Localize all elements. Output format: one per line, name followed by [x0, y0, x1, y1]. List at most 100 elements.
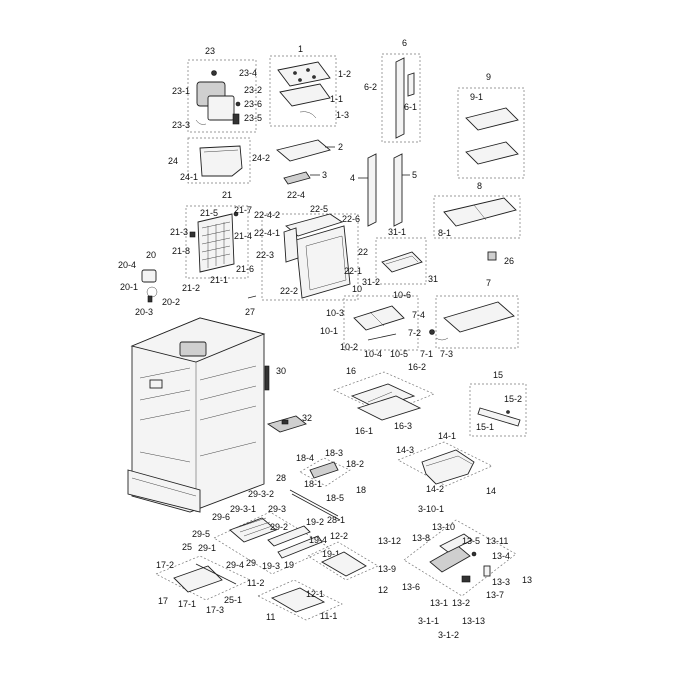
callout-3-1-2: 3-1-2 — [438, 630, 459, 640]
callout-23-4: 23-4 — [239, 68, 257, 78]
callout-21-5: 21-5 — [200, 208, 218, 218]
callout-32: 32 — [302, 413, 312, 423]
callout-29-3-2: 29-3-2 — [248, 489, 274, 499]
group-7-shelf — [429, 295, 519, 349]
callout-21-8: 21-8 — [172, 246, 190, 256]
group-10-shelf — [343, 295, 419, 351]
group-31-tray — [375, 237, 427, 285]
callout-31-2: 31-2 — [362, 277, 380, 287]
callout-14-1: 14-1 — [438, 431, 456, 441]
callout-10-1: 10-1 — [320, 326, 338, 336]
callout-5: 5 — [412, 170, 417, 180]
callout-13-7: 13-7 — [486, 590, 504, 600]
callout-22-6: 22-6 — [342, 214, 360, 224]
group-13-dispenser — [403, 519, 517, 597]
callout-18-5: 18-5 — [326, 493, 344, 503]
callout-16-2: 16-2 — [408, 362, 426, 372]
callout-12: 12 — [378, 585, 388, 595]
callout-20-3: 20-3 — [135, 307, 153, 317]
callout-13-4: 13-4 — [492, 551, 510, 561]
group-17-door-bracket — [155, 555, 251, 601]
callout-21: 21 — [222, 190, 232, 200]
callout-17-2: 17-2 — [156, 560, 174, 570]
callout-1-3: 1-3 — [336, 110, 349, 120]
callout-29-1: 29-1 — [198, 543, 216, 553]
callout-13-6: 13-6 — [402, 582, 420, 592]
callout-23-1: 23-1 — [172, 86, 190, 96]
callout-8: 8 — [477, 181, 482, 191]
callout-1-1: 1-1 — [330, 94, 343, 104]
part-26 — [487, 251, 497, 261]
callout-17-1: 17-1 — [178, 599, 196, 609]
callout-25: 25 — [182, 542, 192, 552]
callout-29-5: 29-5 — [192, 529, 210, 539]
callout-28: 28 — [276, 473, 286, 483]
callout-1: 1 — [298, 44, 303, 54]
callout-12-1: 12-1 — [306, 589, 324, 599]
callout-8-1: 8-1 — [438, 228, 451, 238]
cabinet-body — [127, 317, 266, 513]
callout-13-1: 13-1 — [430, 598, 448, 608]
callout-20-1: 20-1 — [120, 282, 138, 292]
callout-21-1: 21-1 — [210, 275, 228, 285]
callout-7-2: 7-2 — [408, 328, 421, 338]
part-32 — [266, 415, 307, 433]
part-27 — [247, 295, 257, 299]
callout-29-6: 29-6 — [212, 512, 230, 522]
callout-28-1: 28-1 — [327, 515, 345, 525]
callout-14-3: 14-3 — [396, 445, 414, 455]
callout-22-1: 22-1 — [344, 266, 362, 276]
callout-17: 17 — [158, 596, 168, 606]
callout-16-1: 16-1 — [355, 426, 373, 436]
callout-21-4: 21-4 — [234, 231, 252, 241]
callout-19-2: 19-2 — [306, 517, 324, 527]
part-30 — [264, 365, 270, 391]
callout-18: 18 — [356, 485, 366, 495]
callout-29-3: 29-3 — [268, 504, 286, 514]
callout-13-5: 13-5 — [462, 536, 480, 546]
callout-19-4: 19-4 — [309, 535, 327, 545]
callout-19-3: 19-3 — [262, 561, 280, 571]
group-20-fan-motor — [141, 269, 158, 303]
group-23-ice-maker — [187, 59, 257, 133]
callout-9: 9 — [486, 72, 491, 82]
callout-16-3: 16-3 — [394, 421, 412, 431]
callout-24-2: 24-2 — [252, 153, 270, 163]
callout-7: 7 — [486, 278, 491, 288]
callout-20-2: 20-2 — [162, 297, 180, 307]
callout-13-12: 13-12 — [378, 536, 401, 546]
callout-21-3: 21-3 — [170, 227, 188, 237]
callout-18-2: 18-2 — [346, 459, 364, 469]
callout-14-2: 14-2 — [426, 484, 444, 494]
callout-10-3: 10-3 — [326, 308, 344, 318]
callout-19-1: 19-1 — [322, 549, 340, 559]
callout-22-4-1: 22-4-1 — [254, 228, 280, 238]
group-21-evaporator — [185, 205, 249, 279]
callout-21-6: 21-6 — [236, 264, 254, 274]
group-24-ice-bucket — [187, 137, 251, 184]
callout-14: 14 — [486, 486, 496, 496]
callout-16: 16 — [346, 366, 356, 376]
callout-3-1-1: 3-1-1 — [418, 616, 439, 626]
callout-13-11: 13-11 — [486, 536, 508, 546]
callout-3-10-1: 3-10-1 — [418, 504, 444, 514]
callout-18-1: 18-1 — [304, 479, 322, 489]
group-12-bin — [307, 541, 379, 581]
callout-22-3: 22-3 — [256, 250, 274, 260]
callout-20-4: 20-4 — [118, 260, 136, 270]
callout-27: 27 — [245, 307, 255, 317]
callout-22-4: 22-4 — [287, 190, 305, 200]
callout-29: 29 — [246, 558, 256, 568]
callout-10-2: 10-2 — [340, 342, 358, 352]
callout-24-1: 24-1 — [180, 172, 198, 182]
callout-17-3: 17-3 — [206, 605, 224, 615]
group-9-shelves — [457, 87, 525, 179]
callout-13-10: 13-10 — [432, 522, 455, 532]
callout-2: 2 — [338, 142, 343, 152]
callout-15: 15 — [493, 370, 503, 380]
callout-11-2: 11-2 — [247, 578, 264, 588]
callout-23-3: 23-3 — [172, 120, 190, 130]
callout-29-3-1: 29-3-1 — [230, 504, 256, 514]
callout-19: 19 — [284, 560, 294, 570]
callout-23-6: 23-6 — [244, 99, 262, 109]
